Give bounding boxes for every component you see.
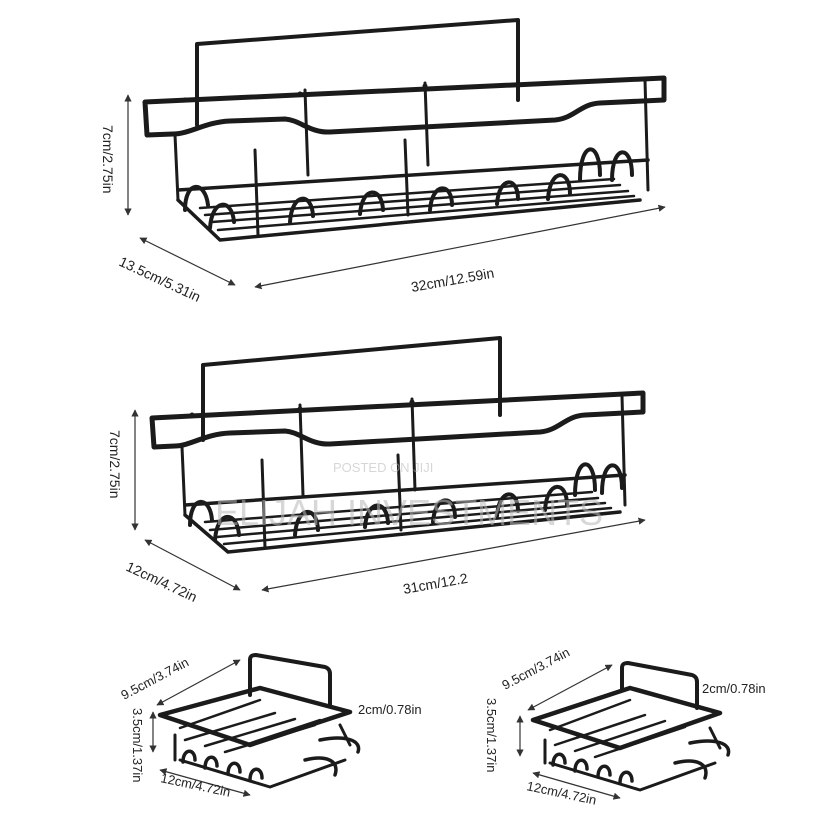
rack-1-dimension-guides bbox=[124, 94, 666, 290]
soap-dish-right-hook-label: 2cm/0.78in bbox=[702, 681, 766, 696]
soap-dish-left bbox=[157, 653, 361, 789]
soap-dish-left-depth-label: 9.5cm/3.74in bbox=[118, 654, 191, 702]
soap-dish-right bbox=[530, 661, 731, 792]
rack-2-width-label: 31cm/12.2 bbox=[402, 570, 469, 597]
watermark-seller: ELIJAH INVESTMENTS bbox=[215, 492, 603, 533]
soap-dish-right-guides bbox=[516, 664, 621, 800]
shower-rack-large bbox=[142, 18, 667, 242]
soap-dish-left-height-label: 3.5cm/1.37in bbox=[130, 708, 145, 782]
soap-dish-left-hook-label: 2cm/0.78in bbox=[358, 702, 422, 717]
soap-dish-right-width-label: 12cm/4.72in bbox=[525, 778, 597, 807]
soap-dish-right-height-label: 3.5cm/1.37in bbox=[484, 698, 499, 772]
soap-dish-left-width-label: 12cm/4.72in bbox=[159, 770, 231, 799]
soap-dish-right-depth-label: 9.5cm/3.74in bbox=[499, 644, 572, 692]
rack-1-width-label: 32cm/12.59in bbox=[410, 265, 496, 295]
rack-2-height-label: 7cm/2.75in bbox=[107, 430, 123, 498]
rack-2-dimension-guides bbox=[131, 409, 646, 593]
watermark-posted: POSTED ON JIJI bbox=[333, 460, 433, 475]
soap-dish-left-guides bbox=[149, 659, 251, 797]
rack-1-depth-label: 13.5cm/5.31in bbox=[117, 253, 203, 305]
rack-2-depth-label: 12cm/4.72in bbox=[124, 558, 200, 605]
rack-1-height-label: 7cm/2.75in bbox=[100, 125, 116, 193]
